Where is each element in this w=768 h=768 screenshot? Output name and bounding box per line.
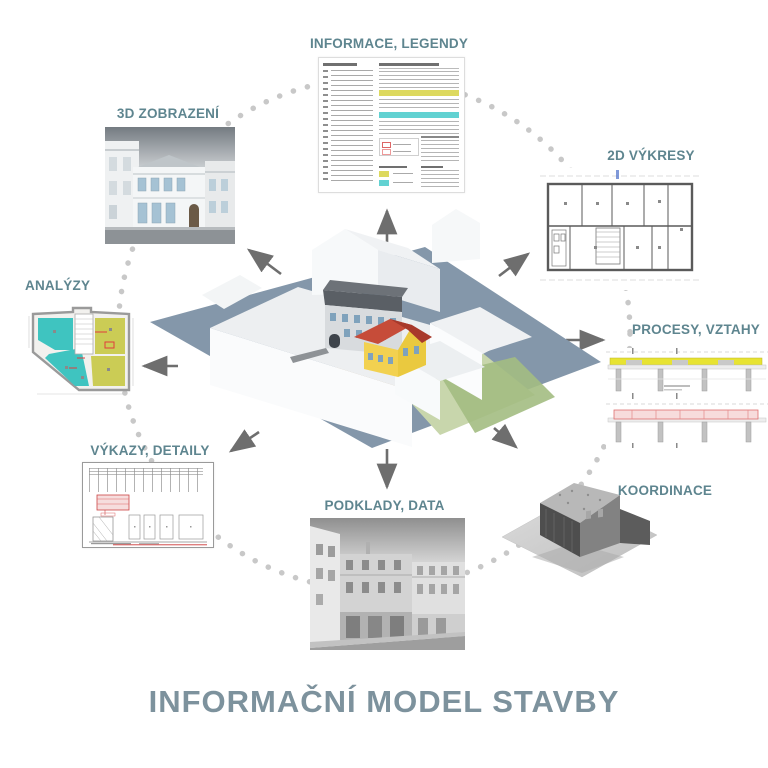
sanitary-rooms (551, 229, 567, 267)
arrow-up-left (246, 248, 282, 276)
sidewalk (105, 227, 235, 230)
facade-render-thumbnail (105, 127, 235, 244)
diagram-title: INFORMAČNÍ MODEL STAVBY (148, 684, 620, 719)
massing-block (202, 275, 262, 309)
central-model-3d (150, 209, 601, 448)
node-label-procesy-vztahy: PROCESY, VZTAHY (631, 322, 761, 337)
doc-table-rows (379, 99, 459, 110)
floor-plan-walls (546, 182, 694, 272)
plan-staircase (74, 313, 94, 355)
main-building (133, 155, 205, 227)
red-annotations (69, 331, 115, 369)
massing-block (345, 229, 440, 269)
node-label-podklady-data: PODKLADY, DATA (324, 498, 445, 513)
doc-table-rows (379, 121, 459, 134)
node-label-2d-vykresy: 2D VÝKRESY (607, 148, 695, 163)
doc-note-heading (421, 166, 443, 168)
hatched-detail (92, 516, 114, 542)
yellow-house (354, 319, 432, 377)
photo-left-building (310, 526, 340, 648)
title-block (89, 541, 207, 546)
dimension-ticks (28, 316, 134, 395)
doc-cyan-highlight-row (379, 112, 459, 118)
node-label-3d-zobrazeni: 3D ZOBRAZENÍ (116, 106, 220, 121)
doc-table-heading (379, 63, 439, 66)
doc-yellow-swatch (379, 171, 389, 177)
scanned-building (540, 483, 650, 557)
doc-table-rows (379, 71, 459, 88)
photo-center-building (340, 542, 412, 640)
node-label-analyzy: ANALÝZY (25, 278, 91, 293)
massing-gable (432, 209, 480, 263)
staircase (595, 227, 621, 265)
legend-document-thumbnail (318, 57, 465, 193)
doc-list-rule (421, 136, 459, 138)
room-tags (53, 328, 112, 379)
arrow-up-right (498, 252, 531, 278)
massing-block (210, 328, 412, 447)
doc-list-lines (421, 140, 459, 162)
doc-legend-box (379, 138, 419, 156)
elevation-marks (134, 526, 192, 528)
doc-line (393, 182, 413, 183)
section-strip-yellow (606, 348, 768, 399)
doc-swatch-outline (382, 149, 391, 155)
node-label-vykazy-detaily: VÝKAZY, DETAILY (90, 443, 210, 458)
street-photo-thumbnail (310, 518, 465, 650)
annotation-text (89, 468, 203, 477)
doc-legend-heading (379, 166, 407, 168)
room-tags (564, 200, 683, 249)
massing-gable (312, 229, 378, 295)
shadow (532, 543, 624, 573)
analysis-plan-thumbnail (25, 298, 137, 398)
floor-plan-thumbnail (540, 168, 700, 290)
radial-arrows (141, 208, 606, 490)
doc-heading (323, 63, 357, 66)
process-sections-thumbnail (606, 348, 768, 448)
node-label-informace-legendy: INFORMACE, LEGENDY (309, 36, 469, 51)
arrow-down-right (491, 423, 518, 449)
photo-right-building (412, 562, 465, 638)
doc-swatch-outline (382, 142, 391, 148)
doc-item-boxes (323, 70, 328, 184)
red-detail-drawing (96, 494, 130, 517)
arched-door (189, 204, 199, 227)
courtyard-wall (290, 348, 329, 363)
right-building (205, 161, 235, 227)
yellow-rooms (91, 318, 125, 386)
doc-line (393, 151, 411, 152)
section-marker (616, 170, 619, 179)
doc-text-column (331, 70, 373, 184)
doc-table-rule (379, 68, 459, 69)
doc-note-lines (421, 170, 459, 188)
photo-sidewalk (310, 632, 465, 648)
doc-yellow-highlight-row (379, 90, 459, 96)
coordination-model-thumbnail (502, 465, 657, 580)
node-label-koordinace: KOORDINACE (617, 483, 713, 498)
arrow-down-left (228, 429, 260, 453)
massing-block (430, 307, 532, 353)
street (105, 227, 235, 244)
gray-rowhouse (323, 280, 408, 355)
section-strip-red (606, 403, 768, 448)
doc-line (393, 173, 413, 174)
doc-line (393, 144, 411, 145)
photo-street (310, 636, 465, 650)
detail-sheet-thumbnail (82, 462, 214, 548)
doc-cyan-swatch (379, 180, 389, 186)
